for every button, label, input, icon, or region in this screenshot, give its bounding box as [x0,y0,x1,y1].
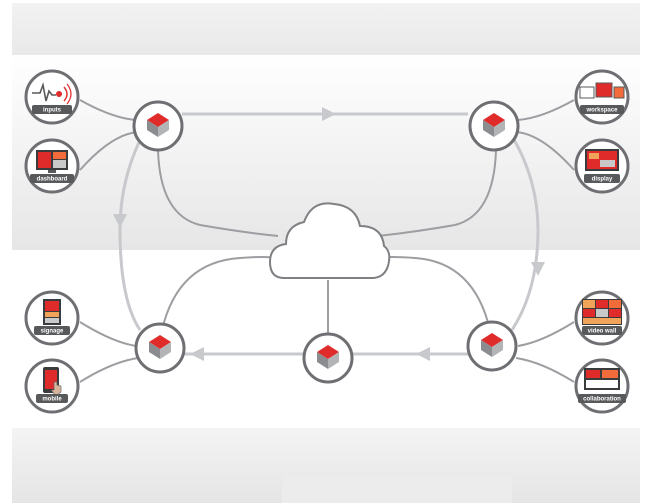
display-label: display [592,177,613,183]
device-links [79,99,575,383]
top-band [12,3,640,55]
mobile-label: mobile [42,397,62,403]
device-video-wall[interactable]: video wall [574,290,630,346]
device-mobile[interactable]: mobile [24,358,80,414]
collaboration-label: collaboration [583,397,621,403]
hub-bottom-left[interactable] [134,322,186,374]
device-collaboration[interactable]: collaboration [574,358,630,414]
bottom-strip [282,476,512,503]
device-signage[interactable]: signage [24,290,80,346]
hub-top-right[interactable] [468,100,520,152]
inputs-label: inputs [43,108,62,114]
device-dashboard[interactable]: dashboard [24,138,80,194]
video-wall-label: video wall [588,329,617,335]
hub-top-left[interactable] [132,100,184,152]
hub-bottom-center[interactable] [302,332,354,384]
hub-bottom-right[interactable] [466,320,518,372]
device-display[interactable]: display [574,138,630,194]
workspace-label: workspace [585,108,618,114]
flow-arrowheads [113,107,545,361]
device-inputs[interactable]: inputs [24,69,80,125]
cloud-icon [268,202,391,279]
signage-label: signage [41,329,64,335]
device-workspace[interactable]: workspace [574,69,630,125]
dashboard-label: dashboard [37,177,68,183]
